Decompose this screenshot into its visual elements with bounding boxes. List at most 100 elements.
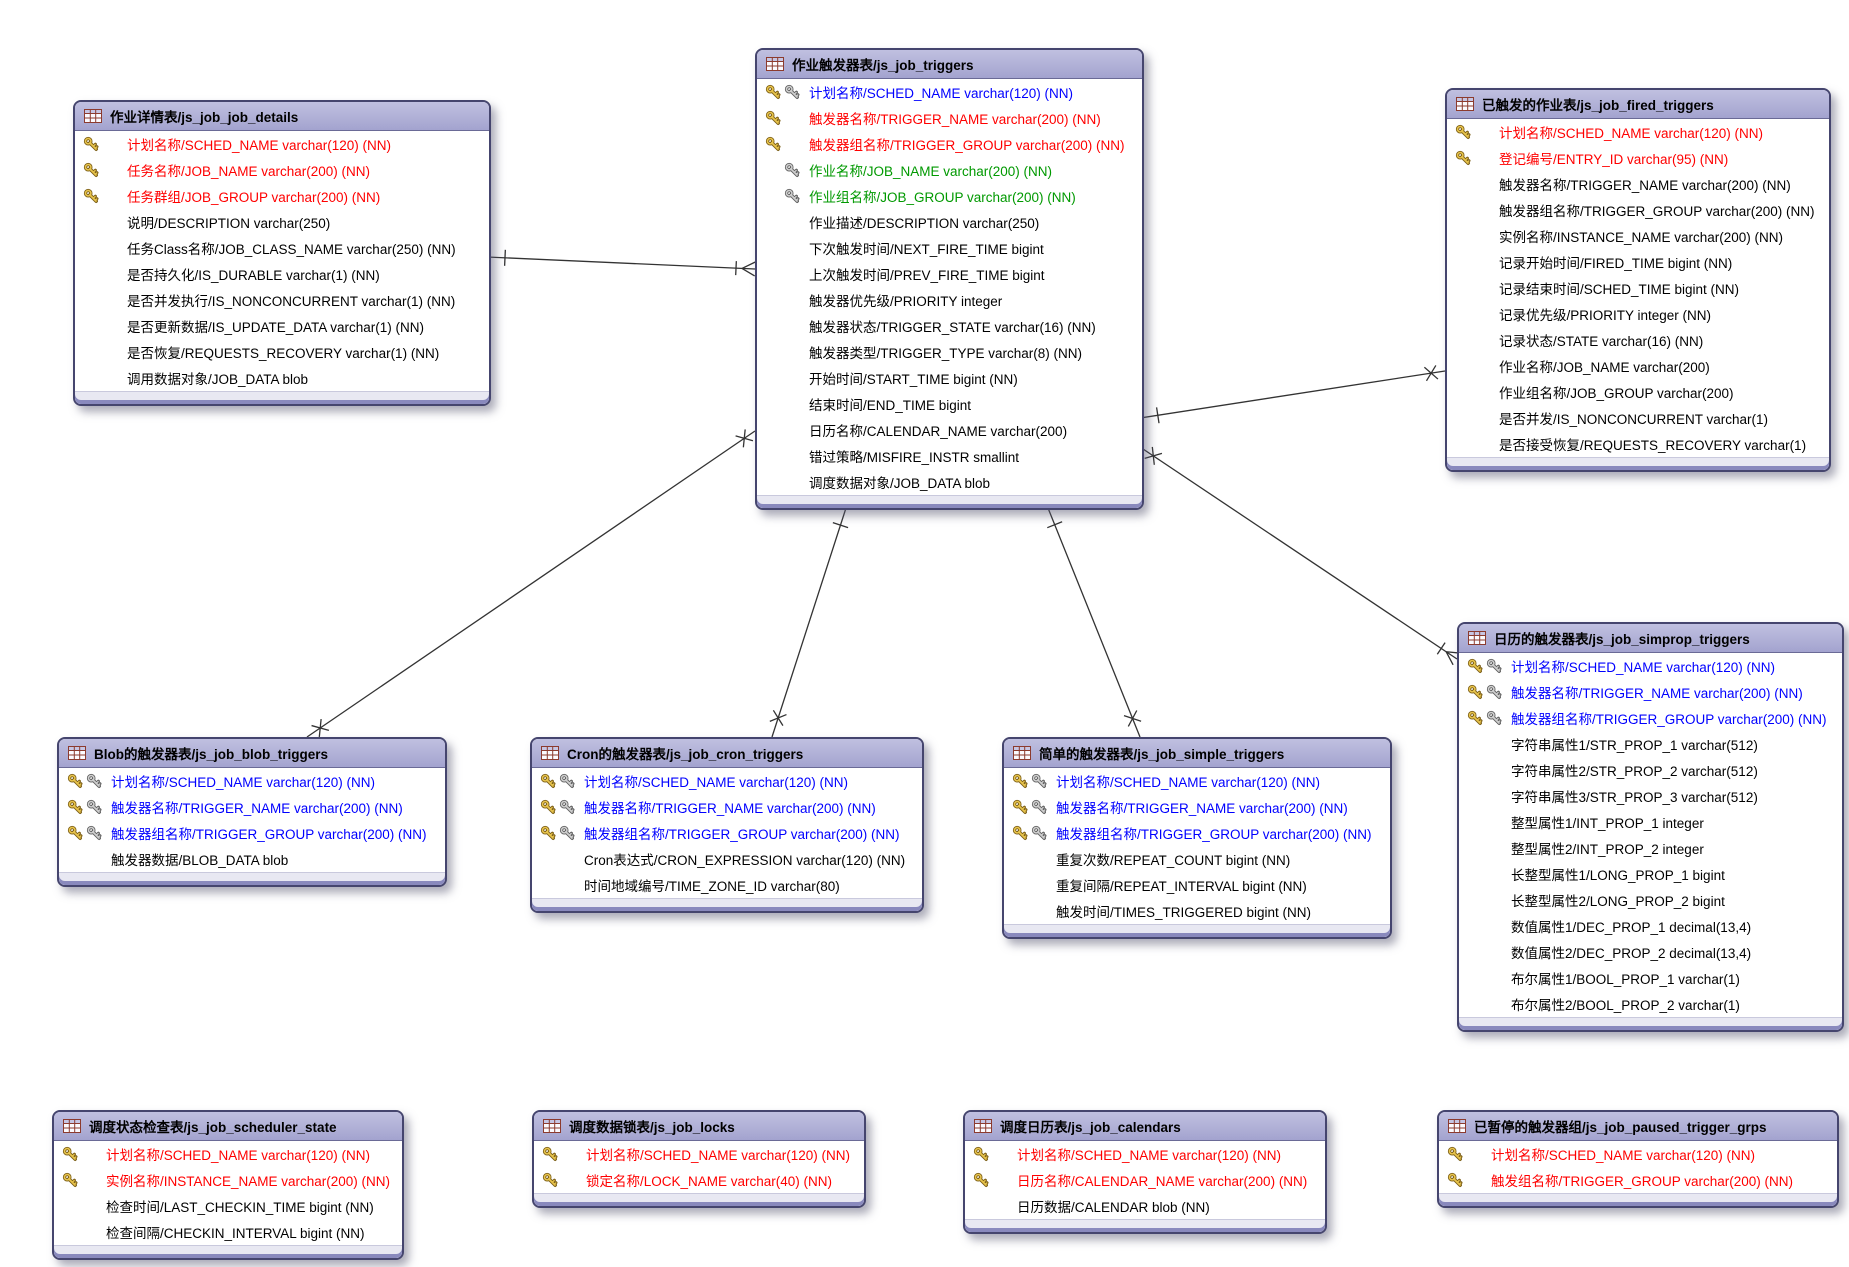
field-row[interactable]: 计划名称/SCHED_NAME varchar(120) (NN) xyxy=(1439,1141,1837,1167)
field-row[interactable]: 布尔属性2/BOOL_PROP_2 varchar(1) xyxy=(1459,991,1842,1017)
field-row[interactable]: 开始时间/START_TIME bigint (NN) xyxy=(757,365,1142,391)
field-row[interactable]: 登记编号/ENTRY_ID varchar(95) (NN) xyxy=(1447,145,1829,171)
table-paused[interactable]: 已暂停的触发器组/js_job_paused_trigger_grps 计划名称… xyxy=(1437,1110,1839,1208)
field-row[interactable]: 检查间隔/CHECKIN_INTERVAL bigint (NN) xyxy=(54,1219,402,1245)
field-row[interactable]: 错过策略/MISFIRE_INSTR smallint xyxy=(757,443,1142,469)
field-row[interactable]: 日历名称/CALENDAR_NAME varchar(200) (NN) xyxy=(965,1167,1325,1193)
field-row[interactable]: 上次触发时间/PREV_FIRE_TIME bigint xyxy=(757,261,1142,287)
table-simple[interactable]: 简单的触发器表/js_job_simple_triggers 计划名称/SCHE… xyxy=(1002,737,1392,939)
relationship-triggers-cron[interactable] xyxy=(769,507,849,738)
field-row[interactable]: 是否恢复/REQUESTS_RECOVERY varchar(1) (NN) xyxy=(75,339,489,365)
field-row[interactable]: 锁定名称/LOCK_NAME varchar(40) (NN) xyxy=(534,1167,864,1193)
field-row[interactable]: 字符串属性1/STR_PROP_1 varchar(512) xyxy=(1459,731,1842,757)
field-row[interactable]: 计划名称/SCHED_NAME varchar(120) (NN) xyxy=(1004,768,1390,794)
table-blob[interactable]: Blob的触发器表/js_job_blob_triggers 计划名称/SCHE… xyxy=(57,737,447,887)
field-row[interactable]: 触发器状态/TRIGGER_STATE varchar(16) (NN) xyxy=(757,313,1142,339)
relationship-triggers-simprop[interactable] xyxy=(1139,446,1461,666)
field-row[interactable]: 任务群组/JOB_GROUP varchar(200) (NN) xyxy=(75,183,489,209)
field-row[interactable]: 实例名称/INSTANCE_NAME varchar(200) (NN) xyxy=(1447,223,1829,249)
field-row[interactable]: 作业名称/JOB_NAME varchar(200) (NN) xyxy=(757,157,1142,183)
field-row[interactable]: 触发器数据/BLOB_DATA blob xyxy=(59,846,445,872)
table-header[interactable]: Blob的触发器表/js_job_blob_triggers xyxy=(59,739,445,768)
field-row[interactable]: 触发器组名称/TRIGGER_GROUP varchar(200) (NN) xyxy=(757,131,1142,157)
table-header[interactable]: 作业触发器表/js_job_triggers xyxy=(757,50,1142,79)
field-row[interactable]: 重复间隔/REPEAT_INTERVAL bigint (NN) xyxy=(1004,872,1390,898)
field-row[interactable]: 触发器组名称/TRIGGER_GROUP varchar(200) (NN) xyxy=(59,820,445,846)
field-row[interactable]: 触发组名称/TRIGGER_GROUP varchar(200) (NN) xyxy=(1439,1167,1837,1193)
field-row[interactable]: 字符串属性2/STR_PROP_2 varchar(512) xyxy=(1459,757,1842,783)
field-row[interactable]: 是否持久化/IS_DURABLE varchar(1) (NN) xyxy=(75,261,489,287)
field-row[interactable]: 计划名称/SCHED_NAME varchar(120) (NN) xyxy=(534,1141,864,1167)
field-row[interactable]: 实例名称/INSTANCE_NAME varchar(200) (NN) xyxy=(54,1167,402,1193)
field-row[interactable]: 计划名称/SCHED_NAME varchar(120) (NN) xyxy=(1447,119,1829,145)
table-header[interactable]: 调度数据锁表/js_job_locks xyxy=(534,1112,864,1141)
field-row[interactable]: 字符串属性3/STR_PROP_3 varchar(512) xyxy=(1459,783,1842,809)
field-row[interactable]: 触发器组名称/TRIGGER_GROUP varchar(200) (NN) xyxy=(532,820,922,846)
field-row[interactable]: 重复次数/REPEAT_COUNT bigint (NN) xyxy=(1004,846,1390,872)
field-row[interactable]: 整型属性2/INT_PROP_2 integer xyxy=(1459,835,1842,861)
field-row[interactable]: 结束时间/END_TIME bigint xyxy=(757,391,1142,417)
table-triggers[interactable]: 作业触发器表/js_job_triggers 计划名称/SCHED_NAME v… xyxy=(755,48,1144,510)
table-header[interactable]: 日历的触发器表/js_job_simprop_triggers xyxy=(1459,624,1842,653)
field-row[interactable]: 作业组名称/JOB_GROUP varchar(200) xyxy=(1447,379,1829,405)
relationship-triggers-blob[interactable] xyxy=(306,429,756,738)
table-header[interactable]: 作业详情表/js_job_job_details xyxy=(75,102,489,131)
table-header[interactable]: 调度日历表/js_job_calendars xyxy=(965,1112,1325,1141)
field-row[interactable]: 日历名称/CALENDAR_NAME varchar(200) xyxy=(757,417,1142,443)
field-row[interactable]: 下次触发时间/NEXT_FIRE_TIME bigint xyxy=(757,235,1142,261)
table-header[interactable]: 调度状态检查表/js_job_scheduler_state xyxy=(54,1112,402,1141)
field-row[interactable]: 说明/DESCRIPTION varchar(250) xyxy=(75,209,489,235)
table-header[interactable]: 简单的触发器表/js_job_simple_triggers xyxy=(1004,739,1390,768)
field-row[interactable]: 调度数据对象/JOB_DATA blob xyxy=(757,469,1142,495)
table-locks[interactable]: 调度数据锁表/js_job_locks 计划名称/SCHED_NAME varc… xyxy=(532,1110,866,1208)
field-row[interactable]: 记录优先级/PRIORITY integer (NN) xyxy=(1447,301,1829,327)
field-row[interactable]: 时间地域编号/TIME_ZONE_ID varchar(80) xyxy=(532,872,922,898)
field-row[interactable]: 计划名称/SCHED_NAME varchar(120) (NN) xyxy=(54,1141,402,1167)
field-row[interactable]: 计划名称/SCHED_NAME varchar(120) (NN) xyxy=(757,79,1142,105)
table-simprop[interactable]: 日历的触发器表/js_job_simprop_triggers 计划名称/SCH… xyxy=(1457,622,1844,1032)
table-state[interactable]: 调度状态检查表/js_job_scheduler_state 计划名称/SCHE… xyxy=(52,1110,404,1260)
field-row[interactable]: 长整型属性2/LONG_PROP_2 bigint xyxy=(1459,887,1842,913)
field-row[interactable]: Cron表达式/CRON_EXPRESSION varchar(120) (NN… xyxy=(532,846,922,872)
field-row[interactable]: 整型属性1/INT_PROP_1 integer xyxy=(1459,809,1842,835)
table-calendars[interactable]: 调度日历表/js_job_calendars 计划名称/SCHED_NAME v… xyxy=(963,1110,1327,1234)
field-row[interactable]: 触发器组名称/TRIGGER_GROUP varchar(200) (NN) xyxy=(1459,705,1842,731)
field-row[interactable]: 计划名称/SCHED_NAME varchar(120) (NN) xyxy=(965,1141,1325,1167)
field-row[interactable]: 计划名称/SCHED_NAME varchar(120) (NN) xyxy=(1459,653,1842,679)
field-row[interactable]: 触发器名称/TRIGGER_NAME varchar(200) (NN) xyxy=(1004,794,1390,820)
field-row[interactable]: 调用数据对象/JOB_DATA blob xyxy=(75,365,489,391)
field-row[interactable]: 触发器类型/TRIGGER_TYPE varchar(8) (NN) xyxy=(757,339,1142,365)
field-row[interactable]: 触发器组名称/TRIGGER_GROUP varchar(200) (NN) xyxy=(1004,820,1390,846)
table-header[interactable]: 已暂停的触发器组/js_job_paused_trigger_grps xyxy=(1439,1112,1837,1141)
field-row[interactable]: 记录结束时间/SCHED_TIME bigint (NN) xyxy=(1447,275,1829,301)
field-row[interactable]: 触发时间/TIMES_TRIGGERED bigint (NN) xyxy=(1004,898,1390,924)
field-row[interactable]: 计划名称/SCHED_NAME varchar(120) (NN) xyxy=(532,768,922,794)
relationship-job_details-triggers[interactable] xyxy=(486,249,756,277)
relationship-triggers-simple[interactable] xyxy=(1047,507,1142,738)
field-row[interactable]: 记录状态/STATE varchar(16) (NN) xyxy=(1447,327,1829,353)
table-header[interactable]: Cron的触发器表/js_job_cron_triggers xyxy=(532,739,922,768)
field-row[interactable]: 布尔属性1/BOOL_PROP_1 varchar(1) xyxy=(1459,965,1842,991)
field-row[interactable]: 触发器名称/TRIGGER_NAME varchar(200) (NN) xyxy=(1459,679,1842,705)
field-row[interactable]: 触发器名称/TRIGGER_NAME varchar(200) (NN) xyxy=(532,794,922,820)
field-row[interactable]: 计划名称/SCHED_NAME varchar(120) (NN) xyxy=(59,768,445,794)
field-row[interactable]: 长整型属性1/LONG_PROP_1 bigint xyxy=(1459,861,1842,887)
field-row[interactable]: 触发器名称/TRIGGER_NAME varchar(200) (NN) xyxy=(1447,171,1829,197)
table-fired[interactable]: 已触发的作业表/js_job_fired_triggers 计划名称/SCHED… xyxy=(1445,88,1831,472)
field-row[interactable]: 数值属性1/DEC_PROP_1 decimal(13,4) xyxy=(1459,913,1842,939)
table-job_details[interactable]: 作业详情表/js_job_job_details 计划名称/SCHED_NAME… xyxy=(73,100,491,406)
field-row[interactable]: 触发器名称/TRIGGER_NAME varchar(200) (NN) xyxy=(757,105,1142,131)
field-row[interactable]: 日历数据/CALENDAR blob (NN) xyxy=(965,1193,1325,1219)
field-row[interactable]: 是否更新数据/IS_UPDATE_DATA varchar(1) (NN) xyxy=(75,313,489,339)
field-row[interactable]: 触发器名称/TRIGGER_NAME varchar(200) (NN) xyxy=(59,794,445,820)
field-row[interactable]: 是否并发/IS_NONCONCURRENT varchar(1) xyxy=(1447,405,1829,431)
field-row[interactable]: 计划名称/SCHED_NAME varchar(120) (NN) xyxy=(75,131,489,157)
field-row[interactable]: 作业名称/JOB_NAME varchar(200) xyxy=(1447,353,1829,379)
field-row[interactable]: 任务名称/JOB_NAME varchar(200) (NN) xyxy=(75,157,489,183)
field-row[interactable]: 检查时间/LAST_CHECKIN_TIME bigint (NN) xyxy=(54,1193,402,1219)
field-row[interactable]: 是否接受恢复/REQUESTS_RECOVERY varchar(1) xyxy=(1447,431,1829,457)
table-header[interactable]: 已触发的作业表/js_job_fired_triggers xyxy=(1447,90,1829,119)
field-row[interactable]: 作业组名称/JOB_GROUP varchar(200) (NN) xyxy=(757,183,1142,209)
field-row[interactable]: 触发器组名称/TRIGGER_GROUP varchar(200) (NN) xyxy=(1447,197,1829,223)
field-row[interactable]: 记录开始时间/FIRED_TIME bigint (NN) xyxy=(1447,249,1829,275)
